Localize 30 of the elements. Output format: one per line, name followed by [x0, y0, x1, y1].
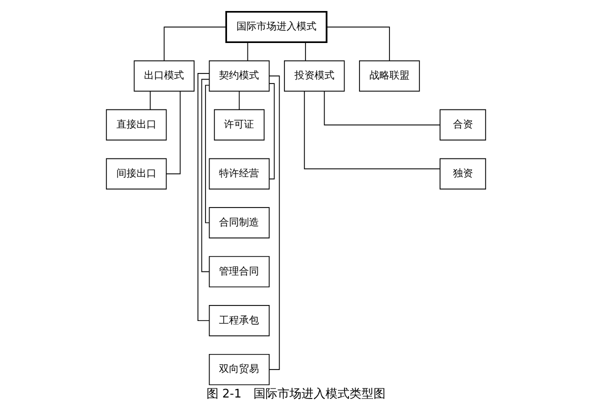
- connector: [323, 90, 440, 126]
- node-box: 直接出口: [105, 109, 166, 140]
- connector: [200, 78, 209, 272]
- node-box: 独资: [439, 158, 486, 190]
- connector: [303, 90, 440, 170]
- connector: [238, 90, 240, 110]
- node-box: 间接出口: [105, 158, 166, 190]
- connector: [268, 76, 280, 370]
- node-box: 契约模式: [208, 60, 270, 92]
- caption: 图 2-1 国际市场进入模式类型图: [206, 386, 386, 401]
- connector: [304, 42, 306, 61]
- node-box: 国际市场进入模式: [224, 11, 327, 44]
- node-box: 双向贸易: [208, 354, 270, 386]
- node-box: 战略联盟: [358, 60, 420, 92]
- connector: [165, 90, 180, 174]
- connector: [197, 73, 210, 322]
- node-box: 管理合同: [208, 256, 270, 288]
- connector: [149, 90, 150, 110]
- connector: [246, 42, 248, 61]
- node-box: 特许经营: [208, 158, 270, 190]
- node-box: 投资模式: [283, 60, 344, 92]
- node-box: 许可证: [213, 109, 264, 140]
- node-box: 合资: [439, 109, 486, 140]
- connector: [268, 83, 274, 180]
- node-box: 合同制造: [208, 207, 270, 238]
- connector: [326, 26, 390, 62]
- node-box: 工程承包: [208, 305, 270, 336]
- node-box: 出口模式: [133, 60, 194, 92]
- connector: [204, 84, 210, 224]
- connector: [163, 26, 226, 62]
